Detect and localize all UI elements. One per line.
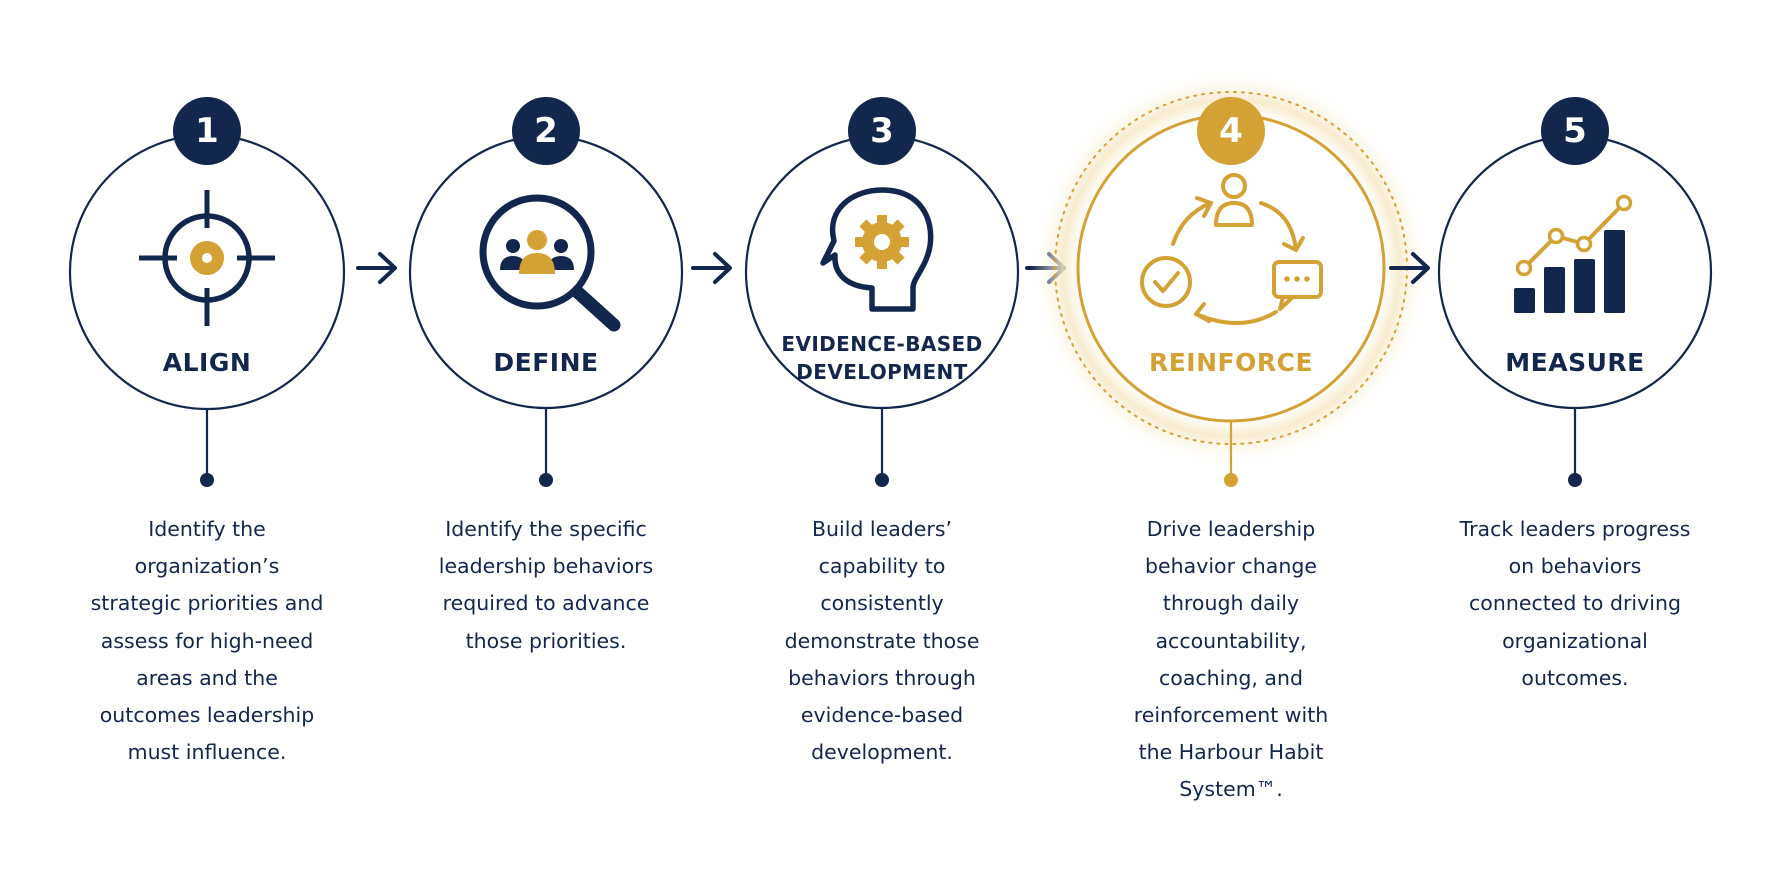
step-3-title-line-2: DEVELOPMENT xyxy=(796,360,968,384)
step-3-description: Build leaders’ capability to consistentl… xyxy=(784,517,980,765)
step-3: 3 EVIDENCE-BASED DEVELOPMENT Build leade… xyxy=(702,0,1062,887)
step-5-number: 5 xyxy=(1563,111,1587,151)
step-2-title: DEFINE xyxy=(493,348,599,377)
step-5-description: Track leaders progress on behaviors conn… xyxy=(1459,517,1691,690)
arrow-right-icon xyxy=(1389,252,1430,284)
step-4-connector-dot xyxy=(1224,473,1238,487)
growth-chart-icon xyxy=(1514,194,1633,313)
target-icon xyxy=(139,190,275,326)
arrow-2-to-3 xyxy=(689,248,737,288)
step-1-number-badge xyxy=(173,97,241,165)
arrow-1-to-2 xyxy=(354,248,402,288)
head-gear-icon xyxy=(820,187,934,312)
step-4-description: Drive leadership behavior change through… xyxy=(1133,517,1329,802)
step-2-number-badge xyxy=(512,97,580,165)
step-5: 5 MEASURE Track leaders progress on beha… xyxy=(1395,0,1755,887)
step-3-number: 3 xyxy=(870,111,894,151)
step-3-title: EVIDENCE-BASED DEVELOPMENT xyxy=(702,330,1062,386)
step-2: 2 DEFINE Identify the specific leadershi… xyxy=(366,0,726,887)
step-4-number: 4 xyxy=(1219,111,1243,151)
step-3-graphic xyxy=(744,97,1020,487)
arrow-4-to-5 xyxy=(1387,248,1435,288)
step-2-description: Identify the specific leadership behavio… xyxy=(438,517,654,653)
arrow-right-icon xyxy=(356,252,397,284)
step-1-description: Identify the organization’s strategic pr… xyxy=(90,517,324,765)
step-5-graphic xyxy=(1437,97,1713,487)
step-3-number-badge xyxy=(848,97,916,165)
step-4-title: REINFORCE xyxy=(1148,348,1314,377)
step-2-connector-dot xyxy=(539,473,553,487)
step-1-number: 1 xyxy=(195,111,219,151)
step-5-connector-dot xyxy=(1568,473,1582,487)
magnifier-people-icon xyxy=(479,194,621,332)
step-3-connector-dot xyxy=(875,473,889,487)
step-4-number-badge xyxy=(1197,97,1265,165)
step-4-graphic xyxy=(1031,68,1431,487)
step-3-title-line-1: EVIDENCE-BASED xyxy=(781,332,983,356)
step-5-number-badge xyxy=(1541,97,1609,165)
step-1: 1 ALIGN Identify the organization’s stra… xyxy=(27,0,387,887)
arrow-right-icon xyxy=(691,252,732,284)
step-5-title: MEASURE xyxy=(1505,348,1645,377)
step-1-connector-dot xyxy=(200,473,214,487)
step-2-number: 2 xyxy=(534,111,558,151)
reinforcement-cycle-icon xyxy=(1140,173,1323,325)
step-1-graphic xyxy=(68,97,346,487)
step-2-graphic xyxy=(408,97,684,487)
step-1-title: ALIGN xyxy=(162,348,252,377)
step-4: 4 REINFORCE Drive leadership behavior ch… xyxy=(1031,0,1431,887)
